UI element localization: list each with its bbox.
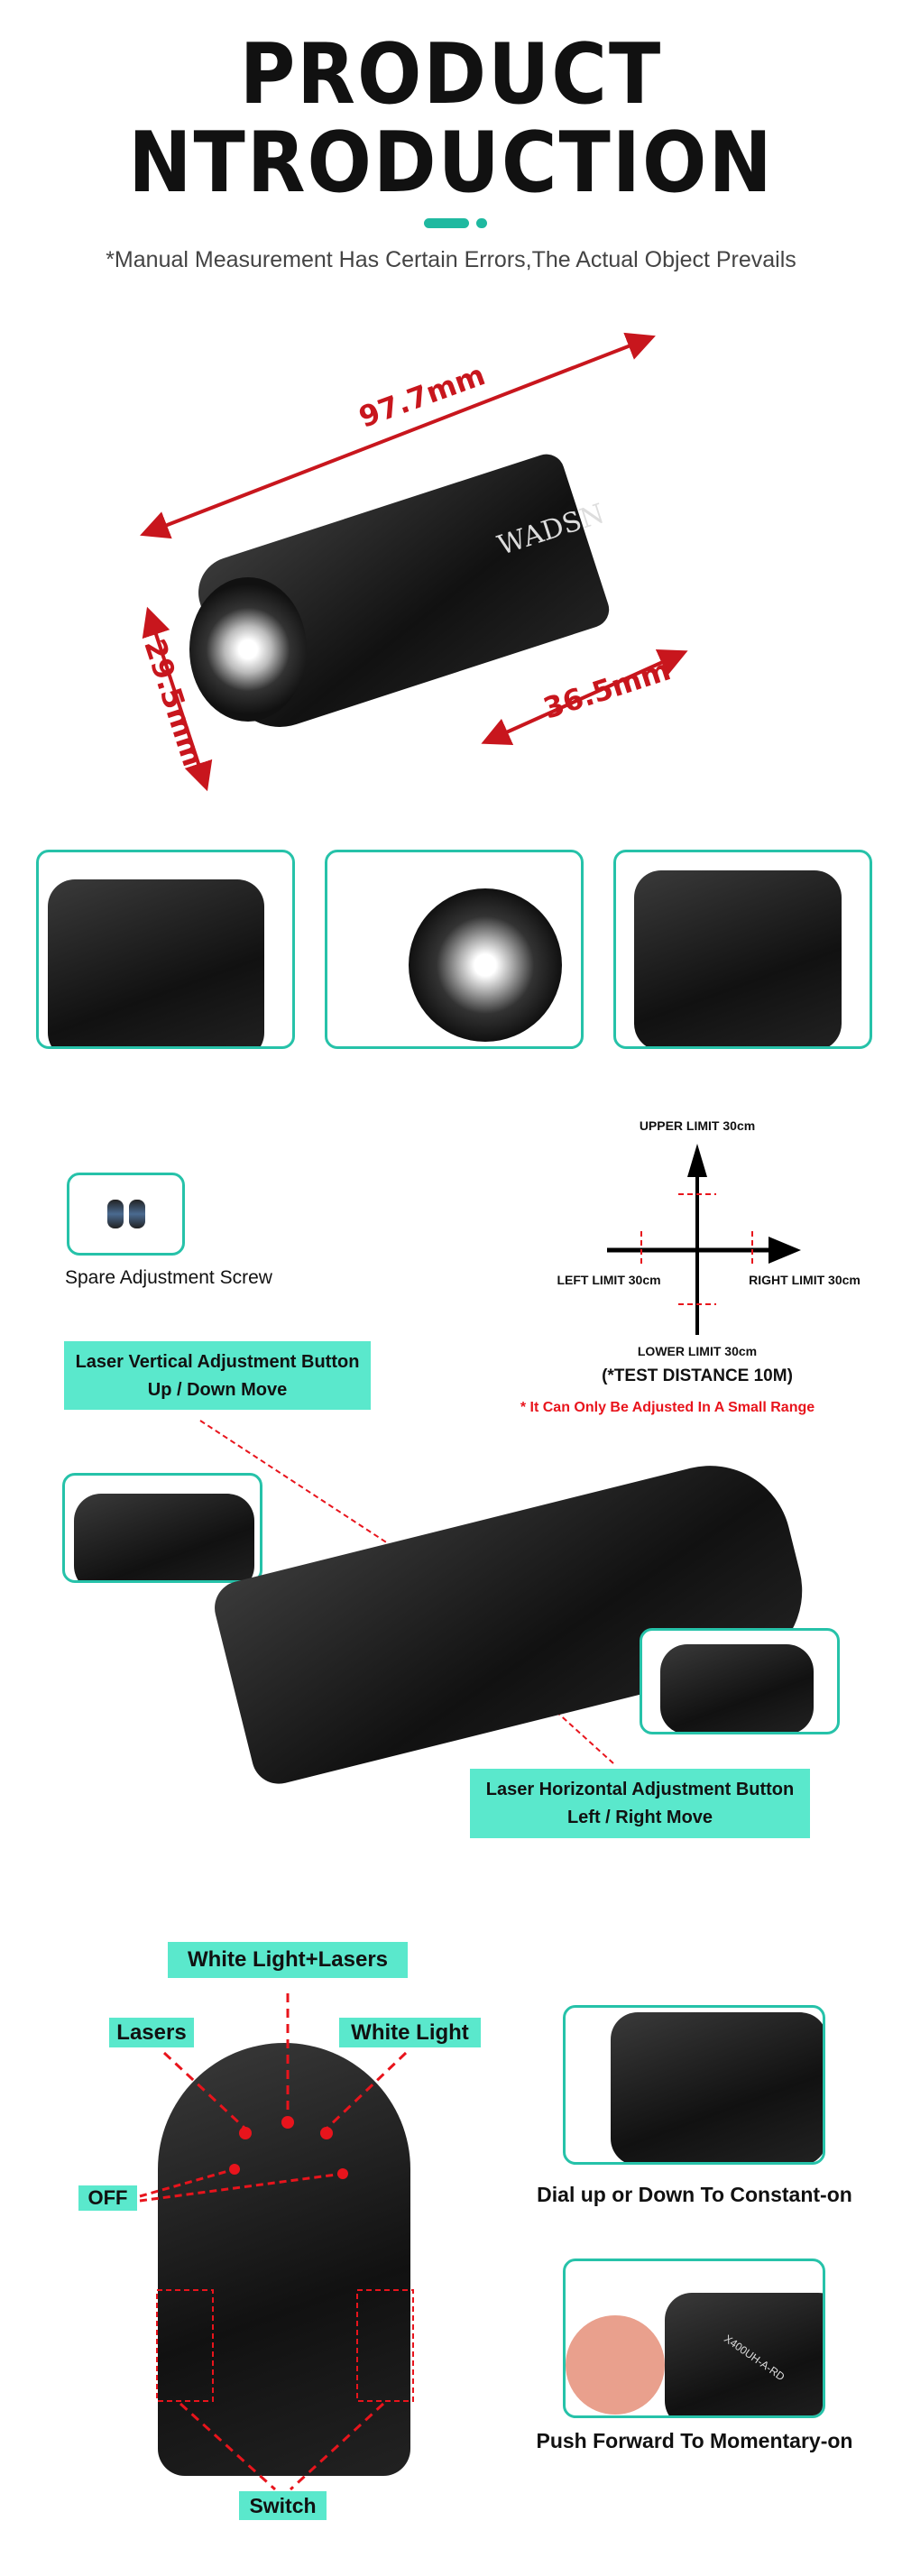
title-divider-dot bbox=[476, 218, 487, 228]
detail-thumb-side bbox=[613, 850, 872, 1049]
horizontal-adjust-title: Laser Horizontal Adjustment Button bbox=[485, 1780, 795, 1799]
title-divider bbox=[424, 218, 469, 228]
mode-off-label: OFF bbox=[78, 2185, 137, 2211]
vertical-adjust-thumb bbox=[62, 1473, 262, 1583]
test-distance-label: (*TEST DISTANCE 10M) bbox=[602, 1366, 793, 1385]
dial-thumb bbox=[563, 2005, 825, 2165]
spare-screw-label: Spare Adjustment Screw bbox=[65, 1267, 272, 1288]
vertical-adjust-title: Laser Vertical Adjustment Button bbox=[75, 1352, 360, 1372]
height-arrow bbox=[142, 606, 213, 792]
mode-both-label: White Light+Lasers bbox=[168, 1942, 408, 1978]
left-limit-label: LEFT LIMIT 30cm bbox=[557, 1273, 661, 1287]
page-title-line2: NTRODUCTION bbox=[128, 114, 774, 211]
mode-lasers-label: Lasers bbox=[109, 2018, 194, 2047]
length-arrow bbox=[140, 332, 656, 539]
lower-limit-label: LOWER LIMIT 30cm bbox=[637, 1344, 758, 1358]
page-title-line1: PRODUCT bbox=[239, 25, 663, 123]
mode-white-light-label: White Light bbox=[339, 2018, 481, 2047]
right-limit-label: RIGHT LIMIT 30cm bbox=[749, 1273, 861, 1287]
upper-limit-label: UPPER LIMIT 30cm bbox=[639, 1118, 756, 1133]
horizontal-adjust-desc: Left / Right Move bbox=[566, 1808, 713, 1827]
push-thumb: X400UH-A-RD bbox=[563, 2259, 825, 2418]
laser-length-arrow bbox=[481, 649, 688, 746]
horizontal-adjust-thumb bbox=[640, 1628, 840, 1734]
adjustment-range-note: * It Can Only Be Adjusted In A Small Ran… bbox=[520, 1400, 815, 1415]
dimension-arrows bbox=[140, 332, 688, 792]
vertical-adjust-desc: Up / Down Move bbox=[147, 1380, 288, 1400]
measurement-disclaimer: *Manual Measurement Has Certain Errors,T… bbox=[106, 247, 796, 272]
dial-instruction: Dial up or Down To Constant-on bbox=[537, 2183, 852, 2206]
spare-screw-thumb bbox=[67, 1173, 185, 1256]
detail-thumb-lens bbox=[325, 850, 584, 1049]
switch-label: Switch bbox=[239, 2491, 327, 2520]
flashlight-rear-view bbox=[158, 2043, 410, 2476]
push-instruction: Push Forward To Momentary-on bbox=[536, 2429, 853, 2452]
vertical-adjust-callout: Laser Vertical Adjustment Button Up / Do… bbox=[64, 1341, 371, 1410]
horizontal-adjust-callout: Laser Horizontal Adjustment Button Left … bbox=[470, 1769, 810, 1838]
detail-thumb-laser bbox=[36, 850, 295, 1049]
